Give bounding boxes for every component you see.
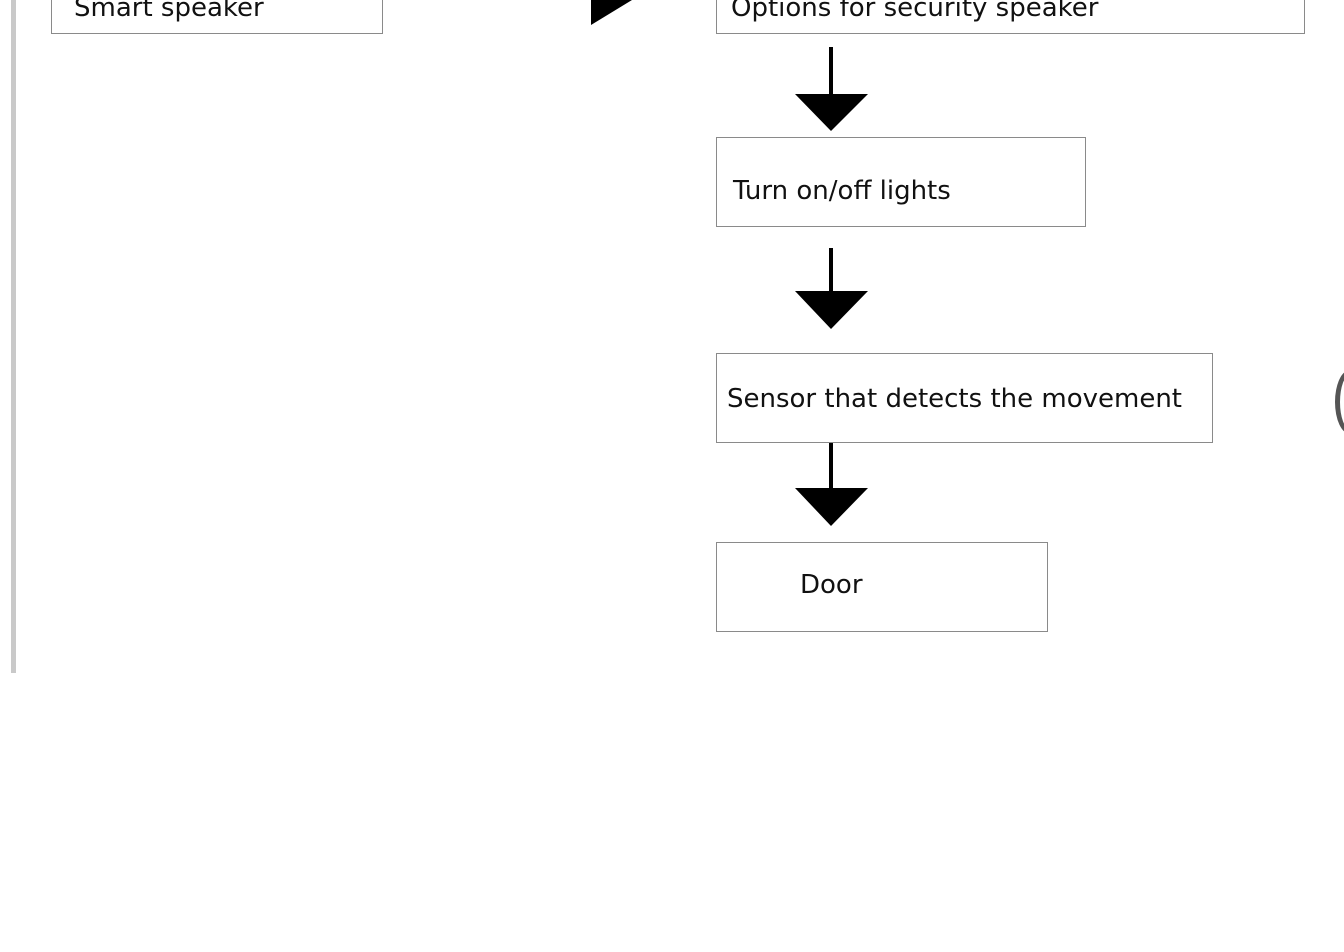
arrow-sensor-to-door xyxy=(795,443,868,526)
node-sensor-label: Sensor that detects the movement xyxy=(727,384,1182,414)
arrow-smart-to-options xyxy=(591,0,632,25)
node-door: Door xyxy=(716,542,1048,632)
arrow-options-to-lights xyxy=(795,47,868,131)
node-door-label: Door xyxy=(800,570,863,600)
left-margin-rule xyxy=(11,0,16,673)
node-smart-speaker: Smart speaker xyxy=(51,0,383,34)
node-options-security-speaker: Options for security speaker xyxy=(716,0,1305,34)
node-options-label: Options for security speaker xyxy=(731,0,1099,23)
node-turn-on-off-lights: Turn on/off lights xyxy=(716,137,1086,227)
arrow-lights-to-sensor xyxy=(795,248,868,329)
node-smart-speaker-label: Smart speaker xyxy=(74,0,264,23)
node-lights-label: Turn on/off lights xyxy=(733,176,951,206)
node-movement-sensor: Sensor that detects the movement xyxy=(716,353,1213,443)
